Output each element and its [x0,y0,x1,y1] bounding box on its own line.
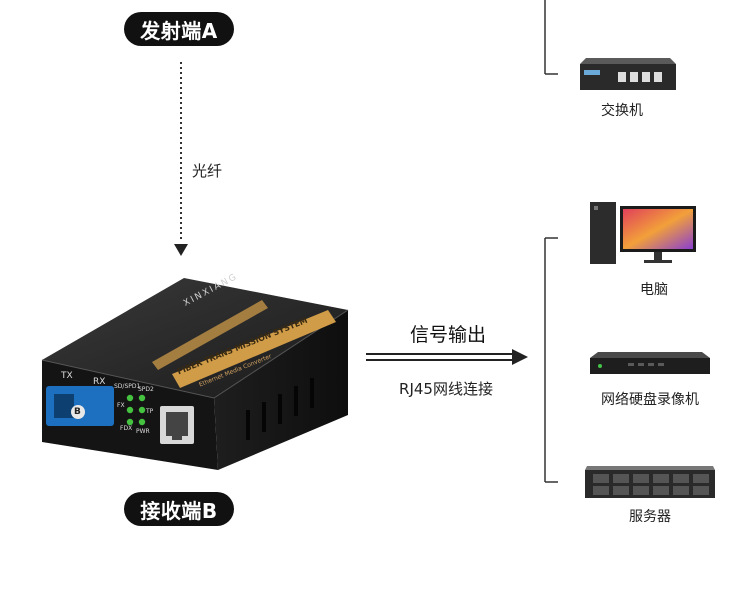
led-pwr-label: PWR [136,428,150,435]
led-sd-label: SD/SPD1 [114,383,141,390]
switch-label: 交换机 [601,103,643,119]
led-spd2-label: SPD2 [138,386,154,393]
module-mark: B [74,407,81,417]
receiver-label: 接收端B [124,492,234,526]
nvr-icon [590,352,710,374]
sender-label: 发射端A [124,12,234,46]
server-icon [585,466,715,498]
output-title: 信号输出 [409,324,487,346]
led-fx-label: FX [117,402,125,409]
fiber-arrow [174,62,188,256]
fiber-label: 光纤 [192,162,223,180]
top-bracket [544,0,558,75]
computer-label: 电脑 [640,282,668,298]
nvr-label: 网络硬盘录像机 [601,392,699,408]
port-tx-label: TX [61,371,73,381]
output-subtitle: RJ45网线连接 [399,380,493,398]
server-label: 服务器 [629,509,671,525]
media-converter-device [41,278,349,470]
computer-icon [590,202,696,264]
port-rx-label: RX [93,377,106,387]
led-tp-label: TP [146,408,154,415]
switch-icon [580,58,676,90]
right-bracket [544,237,558,483]
led-fdx-label: FDX [120,425,133,432]
output-arrow [366,349,528,365]
